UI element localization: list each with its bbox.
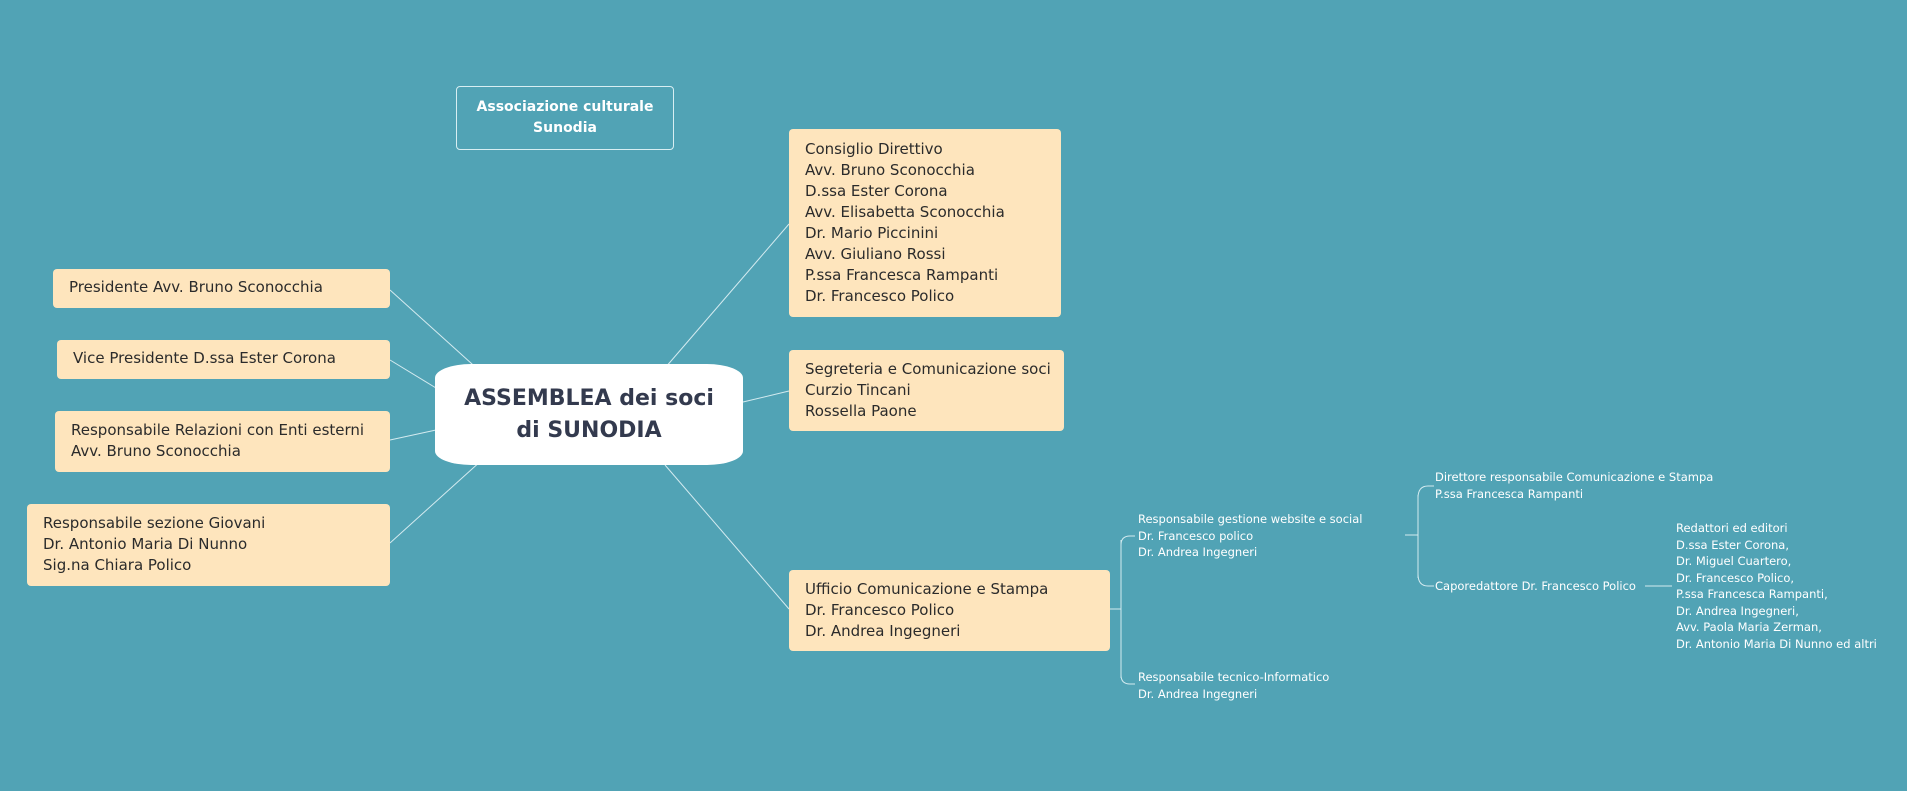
subnode-direttore[interactable]: Direttore responsabile Comunicazione e S…: [1435, 469, 1713, 502]
node-line: Avv. Bruno Sconocchia: [71, 442, 241, 460]
node-vice-presidente[interactable]: Vice Presidente D.ssa Ester Corona: [57, 340, 390, 379]
subnode-line: Redattori ed editori: [1676, 521, 1788, 535]
node-line: Dr. Mario Piccinini: [805, 224, 939, 242]
node-line: Consiglio Direttivo: [805, 140, 943, 158]
connector-website-branch: [1405, 485, 1434, 587]
node-segreteria[interactable]: Segreteria e Comunicazione soci Curzio T…: [789, 350, 1064, 431]
subnode-line: Dr. Francesco Polico,: [1676, 570, 1795, 585]
brand-line: Associazione culturale: [476, 99, 654, 115]
node-line: Rossella Paone: [805, 402, 917, 420]
connector-consiglio: [664, 223, 790, 369]
subnode-line: D.ssa Ester Corona,: [1676, 537, 1789, 552]
node-line: Avv. Elisabetta Sconocchia: [805, 203, 1005, 221]
subnode-website-social[interactable]: Responsabile gestione website e social D…: [1138, 511, 1362, 561]
node-ufficio-comunicazione[interactable]: Ufficio Comunicazione e Stampa Dr. Franc…: [789, 570, 1110, 651]
subnode-line: Dr. Miguel Cuartero,: [1676, 554, 1792, 568]
subnode-redattori[interactable]: Redattori ed editori D.ssa Ester Corona,…: [1676, 520, 1877, 652]
central-line: ASSEMBLEA dei soci: [464, 385, 714, 411]
node-line: Responsabile sezione Giovani: [43, 514, 266, 532]
node-line: Curzio Tincani: [805, 381, 911, 399]
central-line: di SUNODIA: [516, 417, 662, 443]
node-relazioni-enti[interactable]: Responsabile Relazioni con Enti esterni …: [55, 411, 390, 472]
subnode-caporedattore[interactable]: Caporedattore Dr. Francesco Polico: [1435, 578, 1636, 595]
connector-ufficio: [664, 464, 790, 610]
subnode-line: Responsabile gestione website e social: [1138, 512, 1363, 526]
connector-vice-presidente: [389, 359, 437, 389]
subnode-line: Dr. Antonio Maria Di Nunno ed altri: [1676, 636, 1877, 651]
subnode-line: Responsabile tecnico-Informatico: [1138, 670, 1330, 684]
central-topic[interactable]: ASSEMBLEA dei soci di SUNODIA: [435, 364, 743, 465]
node-line: Dr. Antonio Maria Di Nunno: [43, 535, 248, 553]
node-line: Sig.na Chiara Polico: [43, 556, 192, 574]
connector-giovani: [389, 459, 483, 544]
subnode-line: Dr. Francesco polico: [1138, 528, 1254, 543]
node-line: Avv. Bruno Sconocchia: [805, 161, 975, 179]
subnode-line: P.ssa Francesca Rampanti: [1435, 486, 1584, 501]
brand-label[interactable]: Associazione culturale Sunodia: [456, 86, 674, 150]
subnode-line: Dr. Andrea Ingegneri: [1138, 545, 1258, 559]
node-presidente[interactable]: Presidente Avv. Bruno Sconocchia: [53, 269, 390, 308]
subnode-tecnico-informatico[interactable]: Responsabile tecnico-Informatico Dr. And…: [1138, 669, 1329, 702]
connector-segreteria: [742, 390, 790, 403]
node-line: Ufficio Comunicazione e Stampa: [805, 580, 1049, 598]
node-line: Segreteria e Comunicazione soci: [805, 360, 1051, 378]
connector-ufficio-branch: [1110, 535, 1135, 685]
node-line: Dr. Francesco Polico: [805, 601, 955, 619]
node-sezione-giovani[interactable]: Responsabile sezione Giovani Dr. Antonio…: [27, 504, 390, 586]
subnode-line: Direttore responsabile Comunicazione e S…: [1435, 470, 1714, 484]
node-consiglio-direttivo[interactable]: Consiglio Direttivo Avv. Bruno Sconocchi…: [789, 129, 1061, 317]
node-line: Dr. Andrea Ingegneri: [805, 622, 961, 640]
brand-line: Sunodia: [533, 120, 597, 136]
node-line: Vice Presidente D.ssa Ester Corona: [73, 349, 336, 367]
node-line: Dr. Francesco Polico: [805, 287, 955, 305]
subnode-line: Dr. Andrea Ingegneri,: [1676, 603, 1799, 618]
connector-relazioni: [389, 429, 437, 441]
subnode-line: P.ssa Francesca Rampanti,: [1676, 587, 1828, 601]
node-line: P.ssa Francesca Rampanti: [805, 266, 999, 284]
subnode-line: Avv. Paola Maria Zerman,: [1676, 620, 1822, 634]
node-line: Responsabile Relazioni con Enti esterni: [71, 421, 365, 439]
node-line: D.ssa Ester Corona: [805, 182, 948, 200]
node-line: Avv. Giuliano Rossi: [805, 245, 946, 263]
central-topic-text: ASSEMBLEA dei soci di SUNODIA: [464, 383, 714, 447]
connector-presidente: [389, 289, 483, 374]
subnode-line: Caporedattore Dr. Francesco Polico: [1435, 579, 1636, 593]
node-line: Presidente Avv. Bruno Sconocchia: [69, 278, 323, 296]
subnode-line: Dr. Andrea Ingegneri: [1138, 686, 1258, 701]
